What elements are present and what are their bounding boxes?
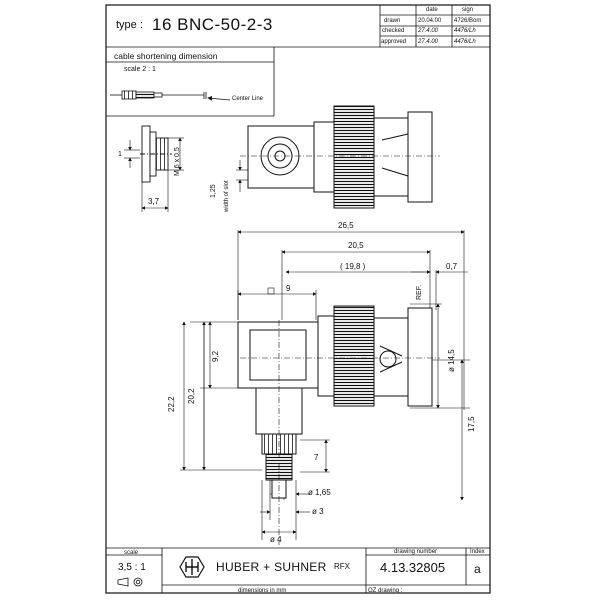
type-value: 16 BNC-50-2-3 [152,15,273,34]
cable-section-scale: scale 2 : 1 [124,66,156,73]
scale-value: 3,5 : 1 [118,562,146,573]
cable-section-title: cable shortening dimension [114,51,218,61]
company-name: HUBER + SUHNER [216,560,327,574]
row-checked-label: checked [382,28,405,34]
title-block [106,5,490,48]
projection-symbol [117,577,143,587]
slot-dims [236,160,248,192]
cable-sketch [110,90,231,101]
dim-0-7: 0,7 [446,262,458,271]
connector-main-view [237,305,440,545]
thread-dim: M 6 x 0,5 [174,147,181,176]
index-label: Index [470,549,485,555]
row-drawn-sign: 4726/Bom [454,18,482,24]
dimensions-label: dimensions in mm [238,588,287,594]
col-sign-header: sign [462,7,474,13]
dim-22-2: 22,2 [167,396,176,412]
slot-dim: 1,25 [210,184,217,198]
cable-section-box [106,47,275,117]
ref-label: REF. [416,284,423,300]
slot-label: width of slot [224,180,230,212]
row-approved-sign: 4476/Lh [454,39,476,45]
type-label: type : [116,19,143,31]
width-dim: 3,7 [148,197,160,206]
dim-20-5: 20,5 [348,241,364,250]
huber-suhner-logo [179,556,205,578]
row-approved-date: 27.4.00 [418,39,439,45]
dim-9-2: 9,2 [211,350,220,362]
dia-4: ø 4 [270,535,282,544]
dim-19-8: ( 19,8 ) [340,262,366,271]
footer-block [106,547,490,593]
row-checked-sign: 4476/Lh [454,28,476,34]
dim-20-2: 20,2 [187,388,196,404]
scale-label: scale [124,550,139,556]
row-approved-label: approved [381,39,407,45]
dia-1-65: ø 1,65 [308,488,331,497]
drawing-number-label: drawing number [394,549,438,555]
drawing-number: 4.13.32805 [380,560,446,575]
row-checked-date: 27.4.00 [418,28,439,34]
dim-26-5: 26,5 [338,221,354,230]
dia-14-5: ø 14,5 [447,349,456,372]
dia-3: ø 3 [312,507,324,516]
row-drawn-date: 20.04.00 [418,18,442,24]
connector-top-view [240,105,440,209]
sq-9-dim: 9 [286,284,291,293]
row-drawn-label: drawn [384,18,401,24]
thread-detail-view [140,125,172,183]
dim-7: 7 [314,453,319,462]
sheet-border [105,4,491,594]
rfx-label: RFX [334,562,350,571]
one-mm-dim: 1 [118,151,122,158]
index-value: a [474,562,481,576]
center-line-label: Center Line [232,96,264,102]
col-date-header: date [426,7,438,13]
thread-detail-dims [124,137,184,212]
main-dimension-lines [180,230,470,540]
oz-drawing-label: OZ drawing : [368,588,403,594]
dim-17-5: 17,5 [467,416,476,432]
